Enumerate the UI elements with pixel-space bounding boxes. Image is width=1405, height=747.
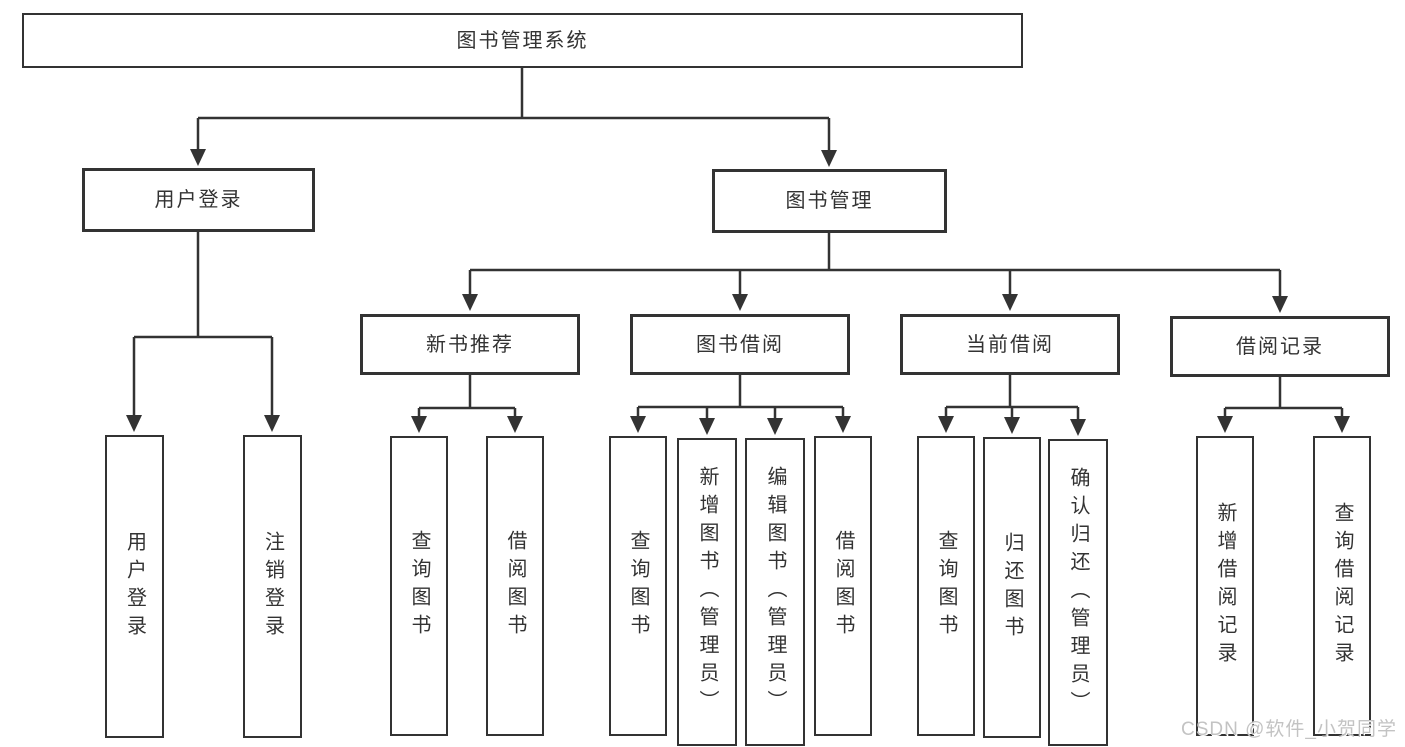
node-add-borrow-record: 新增借阅记录 <box>1196 436 1254 736</box>
node-query-borrow-record: 查询借阅记录 <box>1313 436 1371 736</box>
node-edit-book-admin: 编辑图书（管理员） <box>745 438 805 746</box>
node-logout-leaf: 注销登录 <box>243 435 302 738</box>
node-borrow-books-recommend: 借阅图书 <box>486 436 544 736</box>
node-current-borrowing: 当前借阅 <box>900 314 1120 375</box>
connector-paths <box>132 68 1344 420</box>
node-new-book-recommendation: 新书推荐 <box>360 314 580 375</box>
node-user-login-leaf: 用户登录 <box>105 435 164 738</box>
node-borrow-books-borrowing: 借阅图书 <box>814 436 872 736</box>
node-return-book: 归还图书 <box>983 437 1041 738</box>
node-query-books-recommend: 查询图书 <box>390 436 448 736</box>
node-query-books-current: 查询图书 <box>917 436 975 736</box>
node-confirm-return-admin: 确认归还（管理员） <box>1048 439 1108 746</box>
csdn-watermark: CSDN @软件_小贺同学 <box>1181 719 1397 740</box>
node-borrowing-records: 借阅记录 <box>1170 316 1390 377</box>
node-add-book-admin: 新增图书（管理员） <box>677 438 737 746</box>
node-book-borrowing: 图书借阅 <box>630 314 850 375</box>
node-book-management-branch: 图书管理 <box>712 169 947 233</box>
node-query-books-borrowing: 查询图书 <box>609 436 667 736</box>
node-library-management-system: 图书管理系统 <box>22 13 1023 68</box>
arrowhead-icons <box>126 149 1350 436</box>
node-user-login-branch: 用户登录 <box>82 168 315 232</box>
